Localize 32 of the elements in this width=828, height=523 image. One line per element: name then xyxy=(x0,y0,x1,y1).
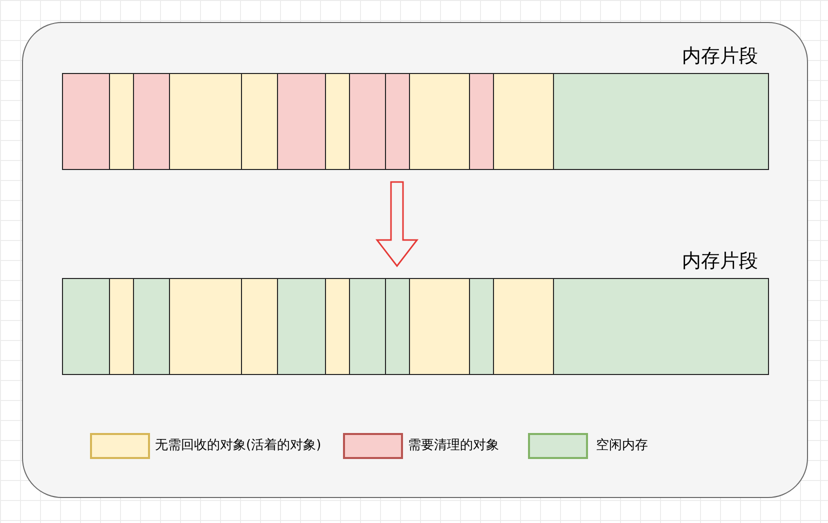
memory-segment xyxy=(385,278,410,375)
bar-heading: 内存片段 xyxy=(682,44,758,69)
memory-segment xyxy=(493,73,554,170)
memory-segment xyxy=(553,278,769,375)
memory-segment xyxy=(169,278,242,375)
memory-segment xyxy=(241,278,278,375)
memory-segment xyxy=(62,73,110,170)
memory-segment xyxy=(109,73,134,170)
legend-label: 无需回收的对象(活着的对象) xyxy=(155,437,322,455)
memory-segment xyxy=(469,73,494,170)
memory-segment xyxy=(325,73,350,170)
memory-segment xyxy=(409,278,470,375)
bar-heading: 内存片段 xyxy=(682,249,758,274)
memory-segment xyxy=(109,278,134,375)
memory-segment xyxy=(469,278,494,375)
memory-segment xyxy=(277,278,326,375)
memory-segment xyxy=(133,278,170,375)
memory-segment xyxy=(385,73,410,170)
memory-segment xyxy=(553,73,769,170)
memory-segment xyxy=(133,73,170,170)
memory-segment xyxy=(493,278,554,375)
memory-segment xyxy=(277,73,326,170)
arrow xyxy=(375,181,419,268)
memory-segment xyxy=(169,73,242,170)
memory-segment xyxy=(349,278,386,375)
memory-segment xyxy=(62,278,110,375)
legend-label: 空闲内存 xyxy=(596,437,648,455)
memory-segment xyxy=(241,73,278,170)
legend-label: 需要清理的对象 xyxy=(408,437,499,455)
memory-segment xyxy=(325,278,350,375)
memory-segment xyxy=(349,73,386,170)
memory-segment xyxy=(409,73,470,170)
